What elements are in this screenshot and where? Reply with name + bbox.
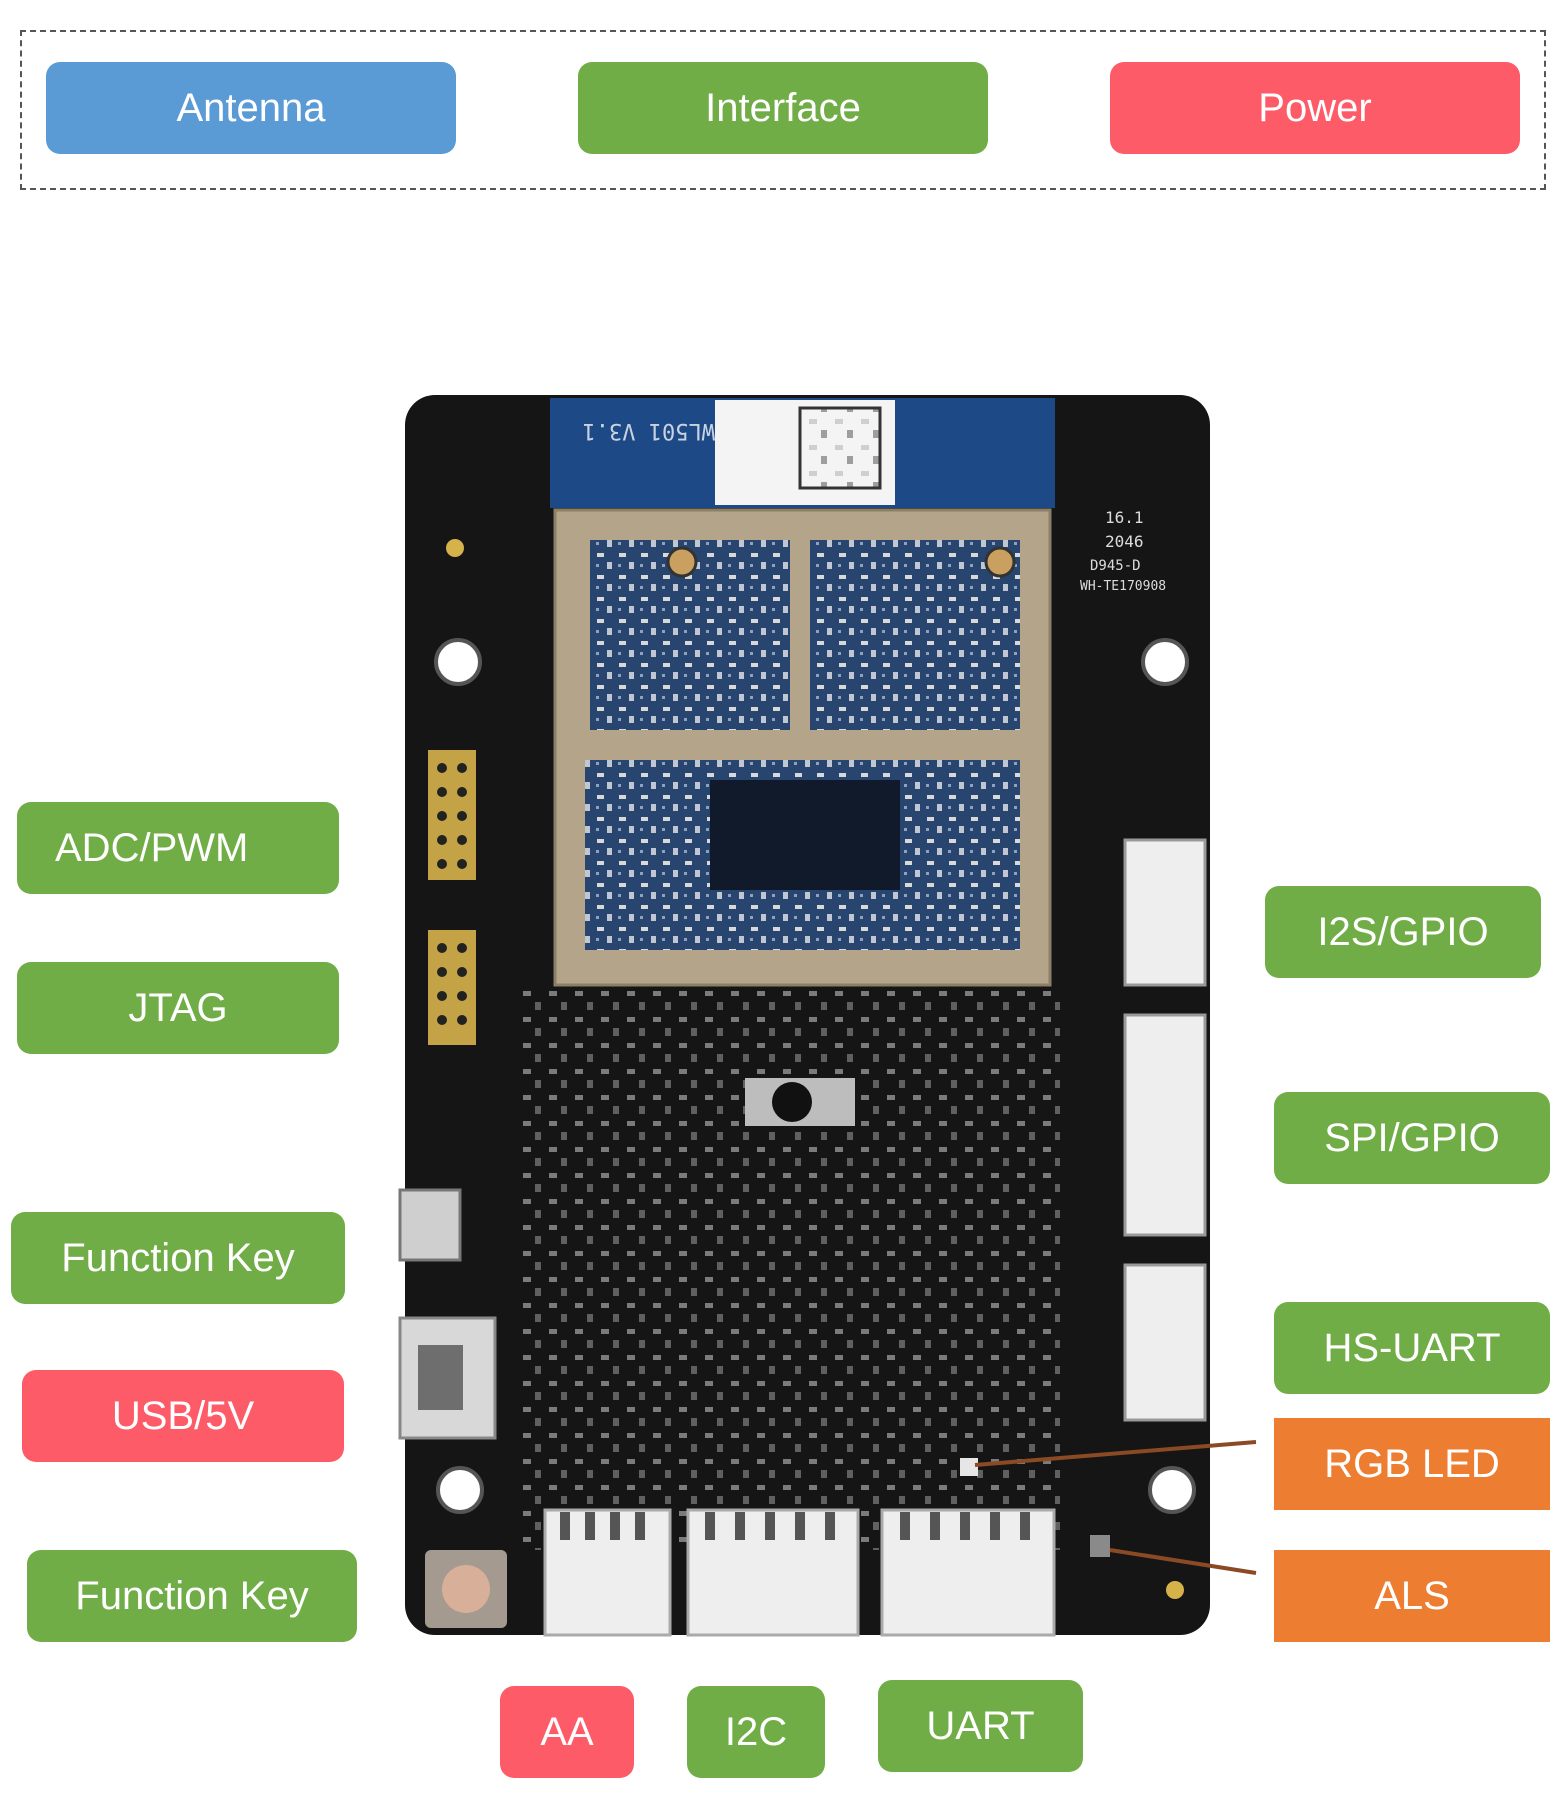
mount-hole-bl — [436, 1466, 484, 1514]
module-chip — [710, 780, 900, 890]
legend-interface: Interface — [578, 62, 988, 154]
label-spi-gpio: SPI/GPIO — [1274, 1092, 1550, 1184]
mount-hole-br — [1148, 1466, 1196, 1514]
legend-power: Power — [1110, 62, 1520, 154]
label-usb-5v: USB/5V — [22, 1370, 344, 1462]
jtag-header — [428, 930, 476, 1045]
als-component — [1090, 1535, 1110, 1557]
label-rgb-led: RGB LED — [1274, 1418, 1550, 1510]
rgb-led-leader — [974, 1440, 1257, 1467]
side-text-2: 2046 — [1105, 532, 1144, 551]
mount-hole-tr — [1141, 638, 1189, 686]
legend-antenna: Antenna — [46, 62, 456, 154]
als-leader — [1109, 1548, 1257, 1575]
label-aa: AA — [500, 1686, 634, 1778]
label-jtag: JTAG — [17, 962, 339, 1054]
mount-hole-tl — [434, 638, 482, 686]
label-i2s-gpio: I2S/GPIO — [1265, 886, 1541, 978]
label-uart: UART — [878, 1680, 1083, 1772]
spi-gpio-connector — [1123, 1013, 1207, 1237]
label-function-key-side: Function Key — [11, 1212, 345, 1304]
gold-pad-tl — [446, 539, 464, 557]
label-hs-uart: HS-UART — [1274, 1302, 1550, 1394]
antenna-connector-right — [984, 546, 1016, 578]
label-i2c: I2C — [687, 1686, 825, 1778]
side-function-key — [398, 1188, 462, 1262]
module-window-right — [810, 540, 1020, 730]
shield-text: WL501 V3.1 — [583, 418, 715, 443]
side-text-4: WH-TE170908 — [1080, 579, 1166, 594]
hs-uart-connector — [1123, 1263, 1207, 1422]
i2s-gpio-connector — [1123, 838, 1207, 987]
center-button-cap — [772, 1082, 812, 1122]
side-text-1: 16.1 — [1105, 508, 1144, 527]
label-adc-pwm: ADC/PWM — [17, 802, 339, 894]
label-als: ALS — [1274, 1550, 1550, 1642]
qr-code — [798, 406, 882, 490]
adc-pwm-header — [428, 750, 476, 880]
antenna-connector-left — [666, 546, 698, 578]
gold-pad-br — [1166, 1581, 1184, 1599]
rgb-led-component — [960, 1458, 978, 1476]
label-function-key-bottom: Function Key — [27, 1550, 357, 1642]
side-text-3: D945-D — [1090, 558, 1141, 574]
micro-usb-opening — [418, 1345, 463, 1410]
legend-box — [20, 30, 1546, 190]
bottom-function-key-cap — [442, 1565, 490, 1613]
